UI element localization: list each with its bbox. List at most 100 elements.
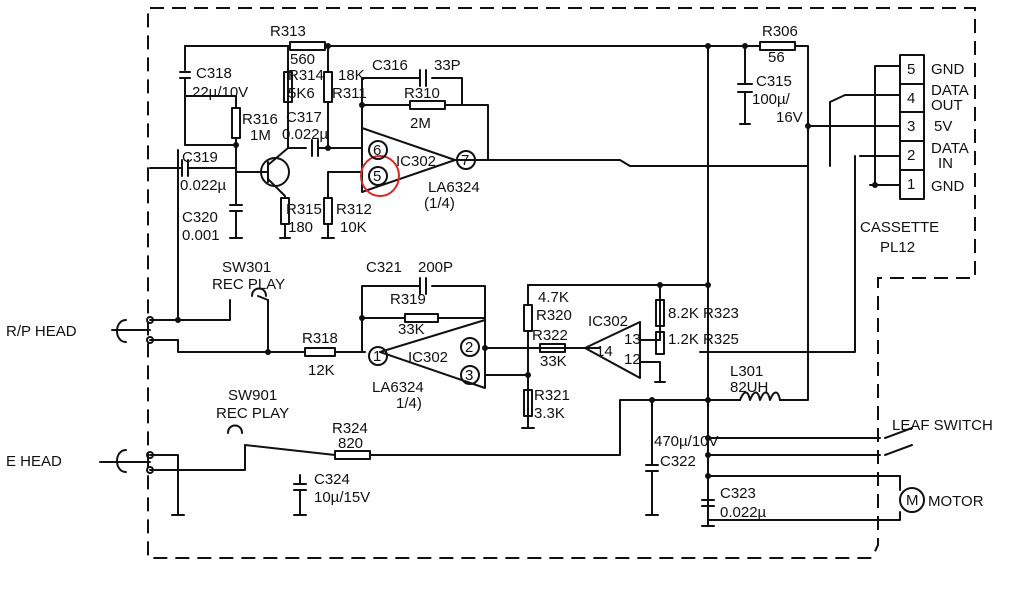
r321-value: 3.3K	[534, 405, 565, 422]
c322-label: C322	[660, 453, 696, 470]
middle-labels: SW301 REC PLAY C321 200P R319 33K R318 1…	[6, 259, 739, 422]
r316-label: R316	[242, 111, 278, 128]
c317-label: C317	[286, 109, 322, 126]
c315-value2: 16V	[776, 109, 803, 126]
r312-label: R312	[336, 201, 372, 218]
data-in-label-2: IN	[938, 155, 953, 172]
ic302-label: IC302	[396, 153, 436, 170]
c322-value: 470µ/10V	[654, 433, 719, 450]
la6324-label: LA6324	[428, 179, 480, 196]
sw301-recplay: REC PLAY	[212, 276, 285, 293]
c319-value: 0.022µ	[180, 177, 227, 194]
sw901-recplay: REC PLAY	[216, 405, 289, 422]
c323-value: 0.022µ	[720, 504, 767, 521]
c316-label: C316	[372, 57, 408, 74]
r324-value: 820	[338, 435, 363, 452]
pin14-label: 14	[596, 343, 613, 360]
r311-value: 18K	[338, 67, 365, 84]
pin-5: 5	[907, 61, 915, 78]
motor-label: MOTOR	[928, 493, 984, 510]
c315-value1: 100µ/	[752, 91, 791, 108]
r322-label: R322	[532, 327, 568, 344]
r306-label: R306	[762, 23, 798, 40]
pin7-label: 7	[461, 152, 469, 169]
r319-label: R319	[390, 291, 426, 308]
r315-label: R315	[286, 201, 322, 218]
pin-1: 1	[907, 176, 915, 193]
sw901-label: SW901	[228, 387, 277, 404]
pl12-label: PL12	[880, 239, 915, 256]
cassette-label: CASSETTE	[860, 219, 939, 236]
l301-value: 82UH	[730, 379, 768, 396]
r311-label: R311	[332, 85, 367, 102]
bottom-labels: E HEAD SW901 REC PLAY R324 820 C324 10µ/…	[6, 363, 993, 521]
ground-symbols	[171, 123, 881, 527]
c318-label: C318	[196, 65, 232, 82]
r313-label: R313	[270, 23, 306, 40]
r313-value: 560	[290, 51, 315, 68]
component-labels: R313 560 R314 5K6 C318 22µ/10V R316 1M C…	[180, 23, 803, 244]
c318-value: 22µ/10V	[192, 84, 248, 101]
c324-value: 10µ/15V	[314, 489, 370, 506]
c321-value: 200P	[418, 259, 453, 276]
r306-value: 56	[768, 49, 785, 66]
v5-label: 5V	[934, 118, 952, 135]
l301-label: L301	[730, 363, 763, 380]
r315-value: 180	[288, 219, 313, 236]
c319-label: C319	[182, 149, 218, 166]
la6324b-label: LA6324	[372, 379, 424, 396]
data-out-label-2: OUT	[931, 97, 963, 114]
gnd-label-bottom: GND	[931, 178, 965, 195]
quarter-label: (1/4)	[424, 195, 455, 212]
r314-value: 5K6	[288, 85, 315, 102]
r318-value: 12K	[308, 362, 335, 379]
pin3-label: 3	[465, 367, 473, 384]
r318-label: R318	[302, 330, 338, 347]
r310-value: 2M	[410, 115, 431, 132]
c316-value: 33P	[434, 57, 461, 74]
c320-label: C320	[182, 209, 218, 226]
cassette-connector	[899, 54, 925, 200]
pin1-label: 1	[373, 348, 381, 365]
r316-value: 1M	[250, 127, 271, 144]
pin-2: 2	[907, 147, 915, 164]
ic302b-label: IC302	[408, 349, 448, 366]
pin-markers	[99, 140, 480, 474]
pin5-label: 5	[373, 168, 381, 185]
data-in-label-1: DATA	[931, 140, 969, 157]
c321-label: C321	[366, 259, 402, 276]
r320-value: 4.7K	[538, 289, 569, 306]
data-out-label-1: DATA	[931, 82, 969, 99]
r314-label: R314	[288, 67, 324, 84]
r319-value: 33K	[398, 321, 425, 338]
motor-m: M	[906, 492, 919, 509]
leaf-switch-label: LEAF SWITCH	[892, 417, 993, 434]
highlight-circle	[360, 155, 400, 197]
board-outline	[147, 7, 976, 559]
r321-label: R321	[534, 387, 570, 404]
c315-label: C315	[756, 73, 792, 90]
c317-value: 0.022µ	[282, 126, 329, 143]
c324-label: C324	[314, 471, 350, 488]
e-head-label: E HEAD	[6, 453, 62, 470]
bottom-wiring	[149, 165, 925, 527]
c323-label: C323	[720, 485, 756, 502]
r324-label: R324	[332, 420, 368, 437]
r310-label: R310	[404, 85, 440, 102]
ic302c-label: IC302	[588, 313, 628, 330]
r320-label: R320	[536, 307, 572, 324]
r312-value: 10K	[340, 219, 367, 236]
gnd-label-top: GND	[931, 61, 965, 78]
pin12-label: 12	[624, 351, 641, 368]
c320-value: 0.001	[182, 227, 220, 244]
rp-head-label: R/P HEAD	[6, 323, 77, 340]
r325-label: 1.2K R325	[668, 331, 739, 348]
junction-dots	[175, 43, 878, 479]
pin13-label: 13	[624, 331, 641, 348]
connector-labels: 5 4 3 2 1 GND DATA OUT 5V DATA IN GND CA…	[860, 61, 969, 256]
r323-label: 8.2K R323	[668, 305, 739, 322]
pin-4: 4	[907, 90, 915, 107]
quarterb-label: 1/4)	[396, 395, 422, 412]
pin-3: 3	[907, 118, 915, 135]
